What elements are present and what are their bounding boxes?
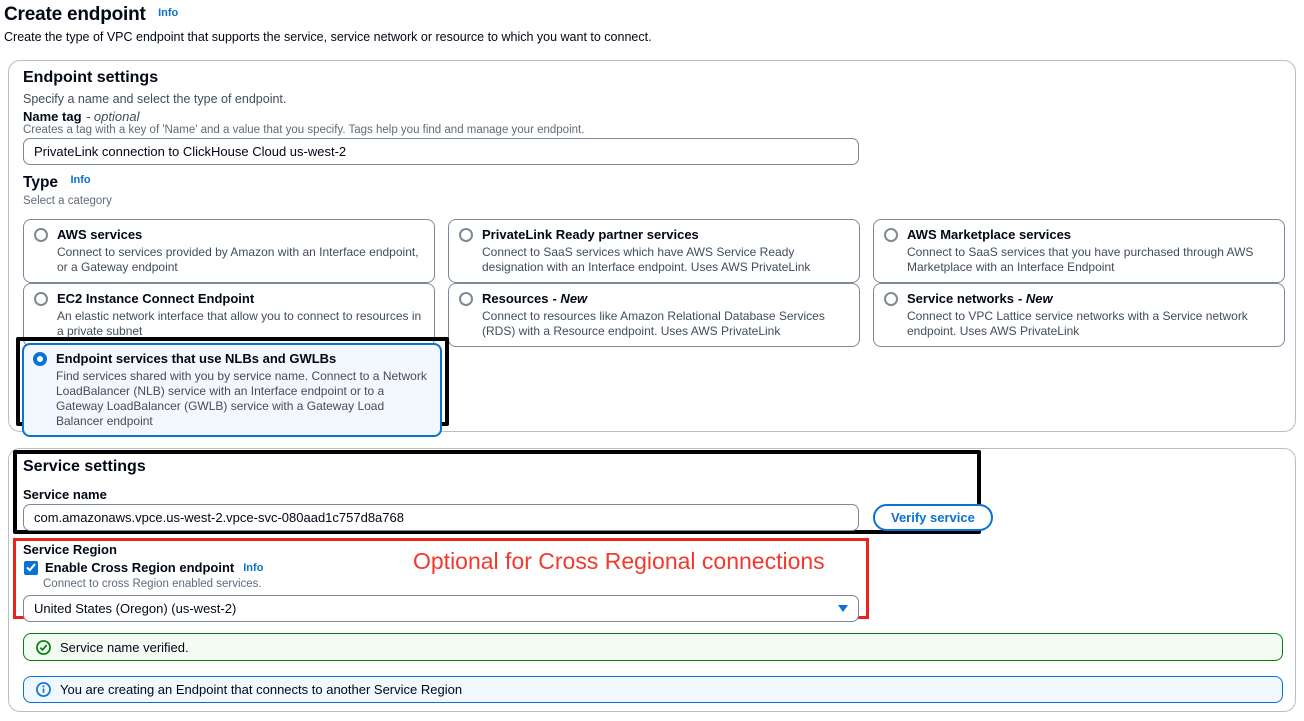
tile-new-badge: - New <box>552 291 588 306</box>
page-header: Create endpoint Info <box>4 4 178 26</box>
service-region-select[interactable]: United States (Oregon) (us-west-2) <box>23 595 859 622</box>
tile-title: AWS services <box>57 227 143 242</box>
radio-unselected-icon[interactable] <box>459 228 473 242</box>
success-check-icon <box>36 639 51 655</box>
radio-unselected-icon[interactable] <box>884 292 898 306</box>
name-tag-input[interactable] <box>23 138 859 165</box>
verify-service-button[interactable]: Verify service <box>873 504 993 531</box>
tile-description: Connect to resources like Amazon Relatio… <box>482 309 825 338</box>
name-tag-help: Creates a tag with a key of 'Name' and a… <box>23 124 585 136</box>
tile-service-networks[interactable]: Service networks- New Connect to VPC Lat… <box>873 283 1285 347</box>
service-name-input[interactable] <box>23 504 859 531</box>
service-settings-panel: Service settings Service name Verify ser… <box>8 448 1296 712</box>
tile-title: EC2 Instance Connect Endpoint <box>57 291 255 306</box>
radio-unselected-icon[interactable] <box>884 228 898 242</box>
name-tag-label: Name tag - optional <box>23 109 140 124</box>
tile-title: AWS Marketplace services <box>907 227 1072 242</box>
cross-region-help: Connect to cross Region enabled services… <box>43 578 262 590</box>
chevron-down-icon <box>838 605 848 612</box>
service-name-label: Service name <box>23 487 107 502</box>
tile-description: Connect to SaaS services that you have p… <box>907 245 1254 274</box>
tile-description: Find services shared with you by service… <box>56 369 427 428</box>
annotation-note-text: Optional for Cross Regional connections <box>413 548 825 574</box>
tile-new-badge: - New <box>1017 291 1053 306</box>
tile-title: Service networks <box>907 291 1014 306</box>
tile-aws-services[interactable]: AWS services Connect to services provide… <box>23 219 435 283</box>
radio-unselected-icon[interactable] <box>34 292 48 306</box>
name-tag-optional: - optional <box>85 109 140 124</box>
tile-description: An elastic network interface that allow … <box>57 309 422 338</box>
tile-title: PrivateLink Ready partner services <box>482 227 699 242</box>
info-banner: You are creating an Endpoint that connec… <box>23 676 1283 703</box>
cross-region-checkbox-label[interactable]: Enable Cross Region endpoint <box>45 560 235 575</box>
radio-unselected-icon[interactable] <box>34 228 48 242</box>
endpoint-settings-title: Endpoint settings <box>23 69 159 86</box>
type-info-link[interactable]: Info <box>70 174 91 186</box>
tile-description: Connect to VPC Lattice service networks … <box>907 309 1248 338</box>
service-settings-title: Service settings <box>23 458 146 475</box>
radio-selected-icon[interactable] <box>33 352 47 366</box>
tile-description: Connect to services provided by Amazon w… <box>57 245 419 274</box>
endpoint-settings-panel: Endpoint settings Specify a name and sel… <box>8 60 1296 437</box>
cross-region-checkbox-row: Enable Cross Region endpoint Info <box>24 560 263 575</box>
endpoint-settings-description: Specify a name and select the type of en… <box>23 92 287 106</box>
type-header: Type Info <box>23 174 91 192</box>
cross-region-checkbox[interactable] <box>24 560 38 575</box>
page-title: Create endpoint <box>4 4 146 25</box>
service-region-selected-value: United States (Oregon) (us-west-2) <box>34 601 237 616</box>
tile-title: Endpoint services that use NLBs and GWLB… <box>56 351 337 366</box>
tile-aws-marketplace-services[interactable]: AWS Marketplace services Connect to SaaS… <box>873 219 1285 283</box>
tile-endpoint-services-nlb-gwlb[interactable]: Endpoint services that use NLBs and GWLB… <box>22 343 442 437</box>
tile-title: Resources <box>482 291 549 306</box>
info-banner-text: You are creating an Endpoint that connec… <box>60 682 463 697</box>
cross-region-info-link[interactable]: Info <box>243 561 264 574</box>
tile-ec2-instance-connect[interactable]: EC2 Instance Connect Endpoint An elastic… <box>23 283 435 347</box>
type-tile-row-1: AWS services Connect to services provide… <box>23 219 1285 283</box>
type-description: Select a category <box>23 195 112 207</box>
service-region-label: Service Region <box>23 542 117 557</box>
info-circle-icon <box>36 682 51 697</box>
tile-privatelink-partner-services[interactable]: PrivateLink Ready partner services Conne… <box>448 219 860 283</box>
type-label: Type <box>23 174 59 191</box>
page-description: Create the type of VPC endpoint that sup… <box>4 30 652 44</box>
tile-resources[interactable]: Resources- New Connect to resources like… <box>448 283 860 347</box>
type-tile-row-2: EC2 Instance Connect Endpoint An elastic… <box>23 283 1285 347</box>
success-banner: Service name verified. <box>23 633 1283 661</box>
tile-description: Connect to SaaS services which have AWS … <box>482 245 811 274</box>
radio-unselected-icon[interactable] <box>459 292 473 306</box>
page-info-link[interactable]: Info <box>158 7 179 19</box>
success-banner-text: Service name verified. <box>60 639 189 655</box>
